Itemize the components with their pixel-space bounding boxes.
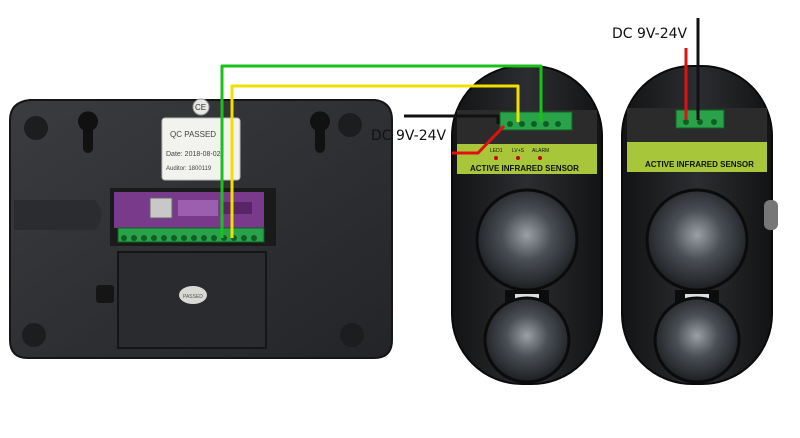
lower-lens [483, 296, 571, 384]
led-icon [494, 156, 498, 160]
keyhole-mount-icon [77, 111, 98, 153]
screw-hole-icon [24, 116, 48, 140]
qc-line-1: QC PASSED [170, 130, 216, 139]
led-icon [516, 156, 520, 160]
sensor-terminal-block [499, 111, 573, 131]
screw-hole-icon [22, 323, 46, 347]
upper-lens [645, 188, 749, 292]
keyhole-mount-icon [309, 111, 331, 153]
lower-lens [653, 296, 741, 384]
upper-lens [475, 188, 579, 292]
led-label-3: ALARM [532, 148, 549, 154]
sim-slot-icon [149, 197, 173, 219]
passed-stamp-text: PASSED [183, 294, 203, 300]
ce-mark-text: CE [195, 103, 206, 112]
green-wire [220, 64, 543, 238]
screw-hole-icon [340, 323, 364, 347]
red-wire-left [452, 124, 506, 155]
sensor-right: ACTIVE INFRARED SENSOR [621, 65, 778, 385]
qc-line-2: Date: 2018-08-02 [166, 151, 221, 158]
black-wire-left [404, 114, 500, 124]
cable-loop [764, 200, 778, 230]
led-label-2: LV+S [512, 148, 525, 154]
alarm-panel: QC PASSED Date: 2018-08-02 Auditor: 1800… [9, 98, 393, 359]
wires [220, 18, 700, 238]
led-label-1: LED1 [490, 148, 503, 154]
qc-line-3: Auditor: 1800119 [166, 166, 212, 172]
power-label-right: DC 9V-24V [612, 26, 688, 42]
passed-stamp [179, 286, 207, 304]
sensor-left: LED1 LV+S ALARM ACTIVE INFRARED SENSOR [451, 65, 603, 385]
led-icon [538, 156, 542, 160]
sensor-label-band [627, 142, 767, 172]
sensor-label-text: ACTIVE INFRARED SENSOR [645, 160, 754, 169]
latch-icon [96, 285, 114, 303]
yellow-wire [230, 84, 520, 238]
screw-hole-icon [338, 113, 362, 137]
ce-mark-icon [192, 98, 210, 116]
power-label-left: DC 9V-24V [371, 128, 447, 144]
sensor-label-text: ACTIVE INFRARED SENSOR [470, 164, 579, 173]
